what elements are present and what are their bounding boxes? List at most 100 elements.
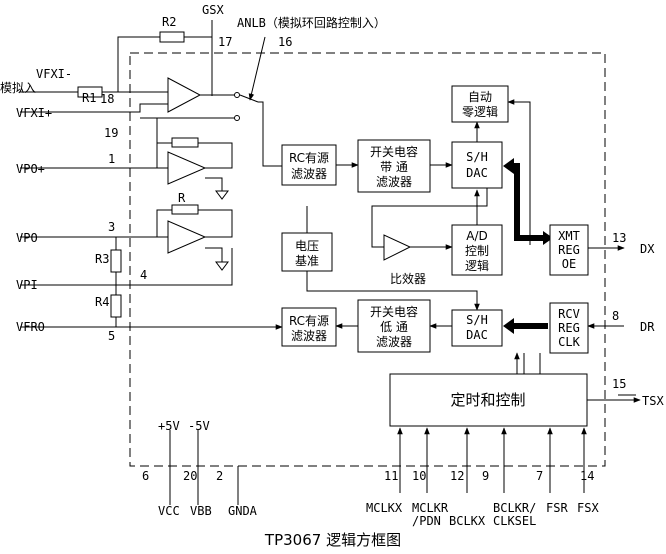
r2-label: R2 — [162, 15, 176, 29]
comparator — [383, 234, 412, 261]
xmt-to-autozero-arrow — [507, 99, 531, 245]
rcv-label-1: RCV — [558, 307, 580, 321]
rc-tx-label-1: RC有源 — [289, 151, 329, 165]
lowpass-filter-block — [357, 299, 431, 353]
bus-arrowhead-sh — [503, 158, 514, 174]
vpi-wire — [20, 248, 233, 286]
vref-label-1: 电压 — [295, 239, 319, 253]
bp-label-1: 开关电容 — [370, 144, 418, 159]
vcc-label: VCC — [158, 504, 180, 518]
xmt-label-1: XMT — [558, 229, 580, 243]
ad-label-3: 逻辑 — [465, 259, 489, 273]
timing-control-block — [389, 373, 588, 427]
vbb-label: VBB — [190, 504, 212, 518]
rc-filter-tx-block — [281, 144, 337, 186]
r-resistor — [171, 204, 199, 215]
bus-arrowhead-xmt — [543, 231, 553, 245]
input-opamp — [167, 77, 202, 113]
bclkr-label: BCLKR/ — [493, 501, 536, 515]
rc-rx-label-2: 滤波器 — [291, 329, 327, 343]
pin-6: 6 — [142, 469, 149, 483]
bclkx-label: BCLKX — [449, 514, 486, 528]
pin-9: 9 — [482, 469, 489, 483]
pin-15: 15 — [612, 377, 626, 391]
r2-feedback-left — [117, 36, 160, 92]
vpo-ground-lead — [205, 247, 223, 262]
fb1-resistor — [171, 137, 199, 148]
dr-label: DR — [640, 320, 655, 334]
mclkx-label: MCLKX — [366, 501, 403, 515]
sh-top-label-1: S/H — [466, 150, 488, 164]
pin-14: 14 — [580, 469, 594, 483]
xmt-label-3: OE — [562, 257, 576, 271]
vpo-amp — [167, 220, 207, 254]
pin-7: 7 — [536, 469, 543, 483]
data-bus-to-xmt — [507, 163, 548, 241]
lp-label-1: 开关电容 — [370, 304, 418, 319]
ad-label-1: A/D — [466, 229, 488, 243]
mclkr-label: MCLKR — [412, 501, 449, 515]
pin-1: 1 — [108, 152, 115, 166]
bandpass-filter-block — [357, 139, 431, 193]
pin-3: 3 — [108, 220, 115, 234]
pin-8: 8 — [612, 309, 619, 323]
r2-resistor — [159, 31, 185, 43]
pin-5: 5 — [108, 329, 115, 343]
r1-label: R1 — [82, 91, 96, 105]
fb2-right — [198, 209, 233, 238]
gnda-label: GNDA — [228, 504, 258, 518]
sh-dac-bottom-block — [451, 309, 503, 347]
vref-to-rx-dac-arrow — [306, 271, 480, 311]
switch-contact-b — [234, 115, 240, 121]
vfxi-minus-label: VFXI- — [36, 67, 72, 81]
pin-2: 2 — [216, 469, 223, 483]
r3-resistor — [110, 249, 122, 273]
pin-4: 4 — [140, 268, 147, 282]
r4-resistor — [110, 294, 122, 318]
vfro-label: VFRO — [16, 320, 45, 334]
fsx-label: FSX — [577, 501, 599, 515]
rc-tx-label-2: 滤波器 — [291, 167, 327, 181]
plus5v-label: +5V — [158, 419, 180, 433]
lp-label-3: 滤波器 — [376, 335, 412, 349]
gsx-label: GSX — [202, 3, 224, 17]
comparator-label: 比效器 — [390, 271, 426, 286]
autozero-label-2: 零逻辑 — [462, 105, 498, 119]
pin-11: 11 — [384, 469, 398, 483]
tsx-label: TSX — [642, 394, 664, 408]
pin-16: 16 — [278, 35, 292, 49]
vpo-plus-ground-lead — [205, 177, 223, 191]
rc-rx-label-1: RC有源 — [289, 314, 329, 328]
ad-label-2: 控制 — [465, 244, 489, 258]
r4-label: R4 — [95, 295, 109, 309]
r-label: R — [178, 191, 186, 205]
rc-filter-rx-block — [281, 307, 337, 347]
vpo-plus-label: VPO+ — [16, 162, 45, 176]
chip-boundary — [129, 52, 606, 467]
fsr-label: FSR — [546, 501, 568, 515]
dx-label: DX — [640, 242, 655, 256]
dac-to-comparator-wire — [371, 188, 488, 248]
vfxi-plus-wire — [20, 103, 168, 113]
fb1-right — [198, 142, 233, 169]
pin-17: 17 — [218, 35, 232, 49]
anlb-control-arrow — [248, 36, 266, 101]
pin-19: 19 — [104, 126, 118, 140]
diagram-title: TP3067 逻辑方框图 — [264, 531, 401, 549]
sh-bottom-label-1: S/H — [466, 313, 488, 327]
rcv-reg-block — [549, 302, 589, 354]
switch-to-rc-wire — [258, 101, 282, 167]
anlb-label: ANLB（模拟环回路控制入） — [237, 15, 386, 30]
vpo-plus-amp — [167, 151, 207, 185]
sh-bottom-label-2: DAC — [466, 328, 488, 342]
pdn-label: /PDN — [412, 514, 441, 528]
rcv-label-2: REG — [558, 321, 580, 335]
ad-logic-block — [451, 224, 503, 276]
pin-20: 20 — [183, 469, 197, 483]
vpo-label: VPO — [16, 231, 38, 245]
analog-switch-blade — [239, 94, 259, 103]
pin-12: 12 — [450, 469, 464, 483]
switch-contact-a — [234, 92, 240, 98]
lp-label-2: 低 通 — [380, 320, 408, 334]
